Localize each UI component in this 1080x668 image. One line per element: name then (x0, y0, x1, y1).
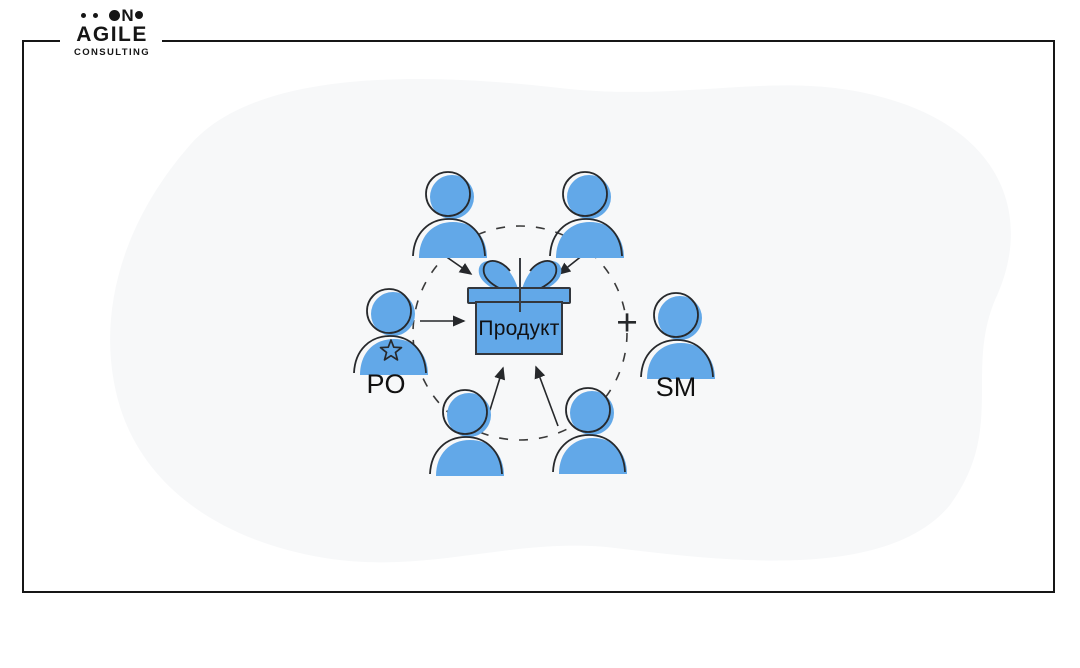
team-member-icon-top-left (409, 170, 489, 258)
logo-dots-icon: N (74, 5, 150, 25)
sm-label: SM (655, 372, 697, 402)
logo-letter: N (121, 5, 134, 25)
team-boundary-circle (412, 225, 628, 441)
team-member-icon-bottom-left (426, 388, 506, 476)
po-label: PO (366, 369, 406, 399)
product-owner-icon (350, 287, 430, 375)
plus-sign: + (616, 302, 638, 343)
star-icon (379, 339, 403, 361)
product-label: Продукт (478, 317, 560, 340)
team-member-icon-top-right (546, 170, 626, 258)
scrum-master-icon (637, 291, 717, 379)
logo-subtitle: CONSULTING (74, 47, 151, 58)
onagile-logo: N AGILE CONSULTING (60, 5, 163, 60)
team-member-icon-bottom-right (549, 386, 629, 474)
arrow-bottom-right-to-product (534, 365, 559, 427)
logo-title: AGILE (76, 23, 148, 46)
gift-ribbon (519, 258, 521, 312)
